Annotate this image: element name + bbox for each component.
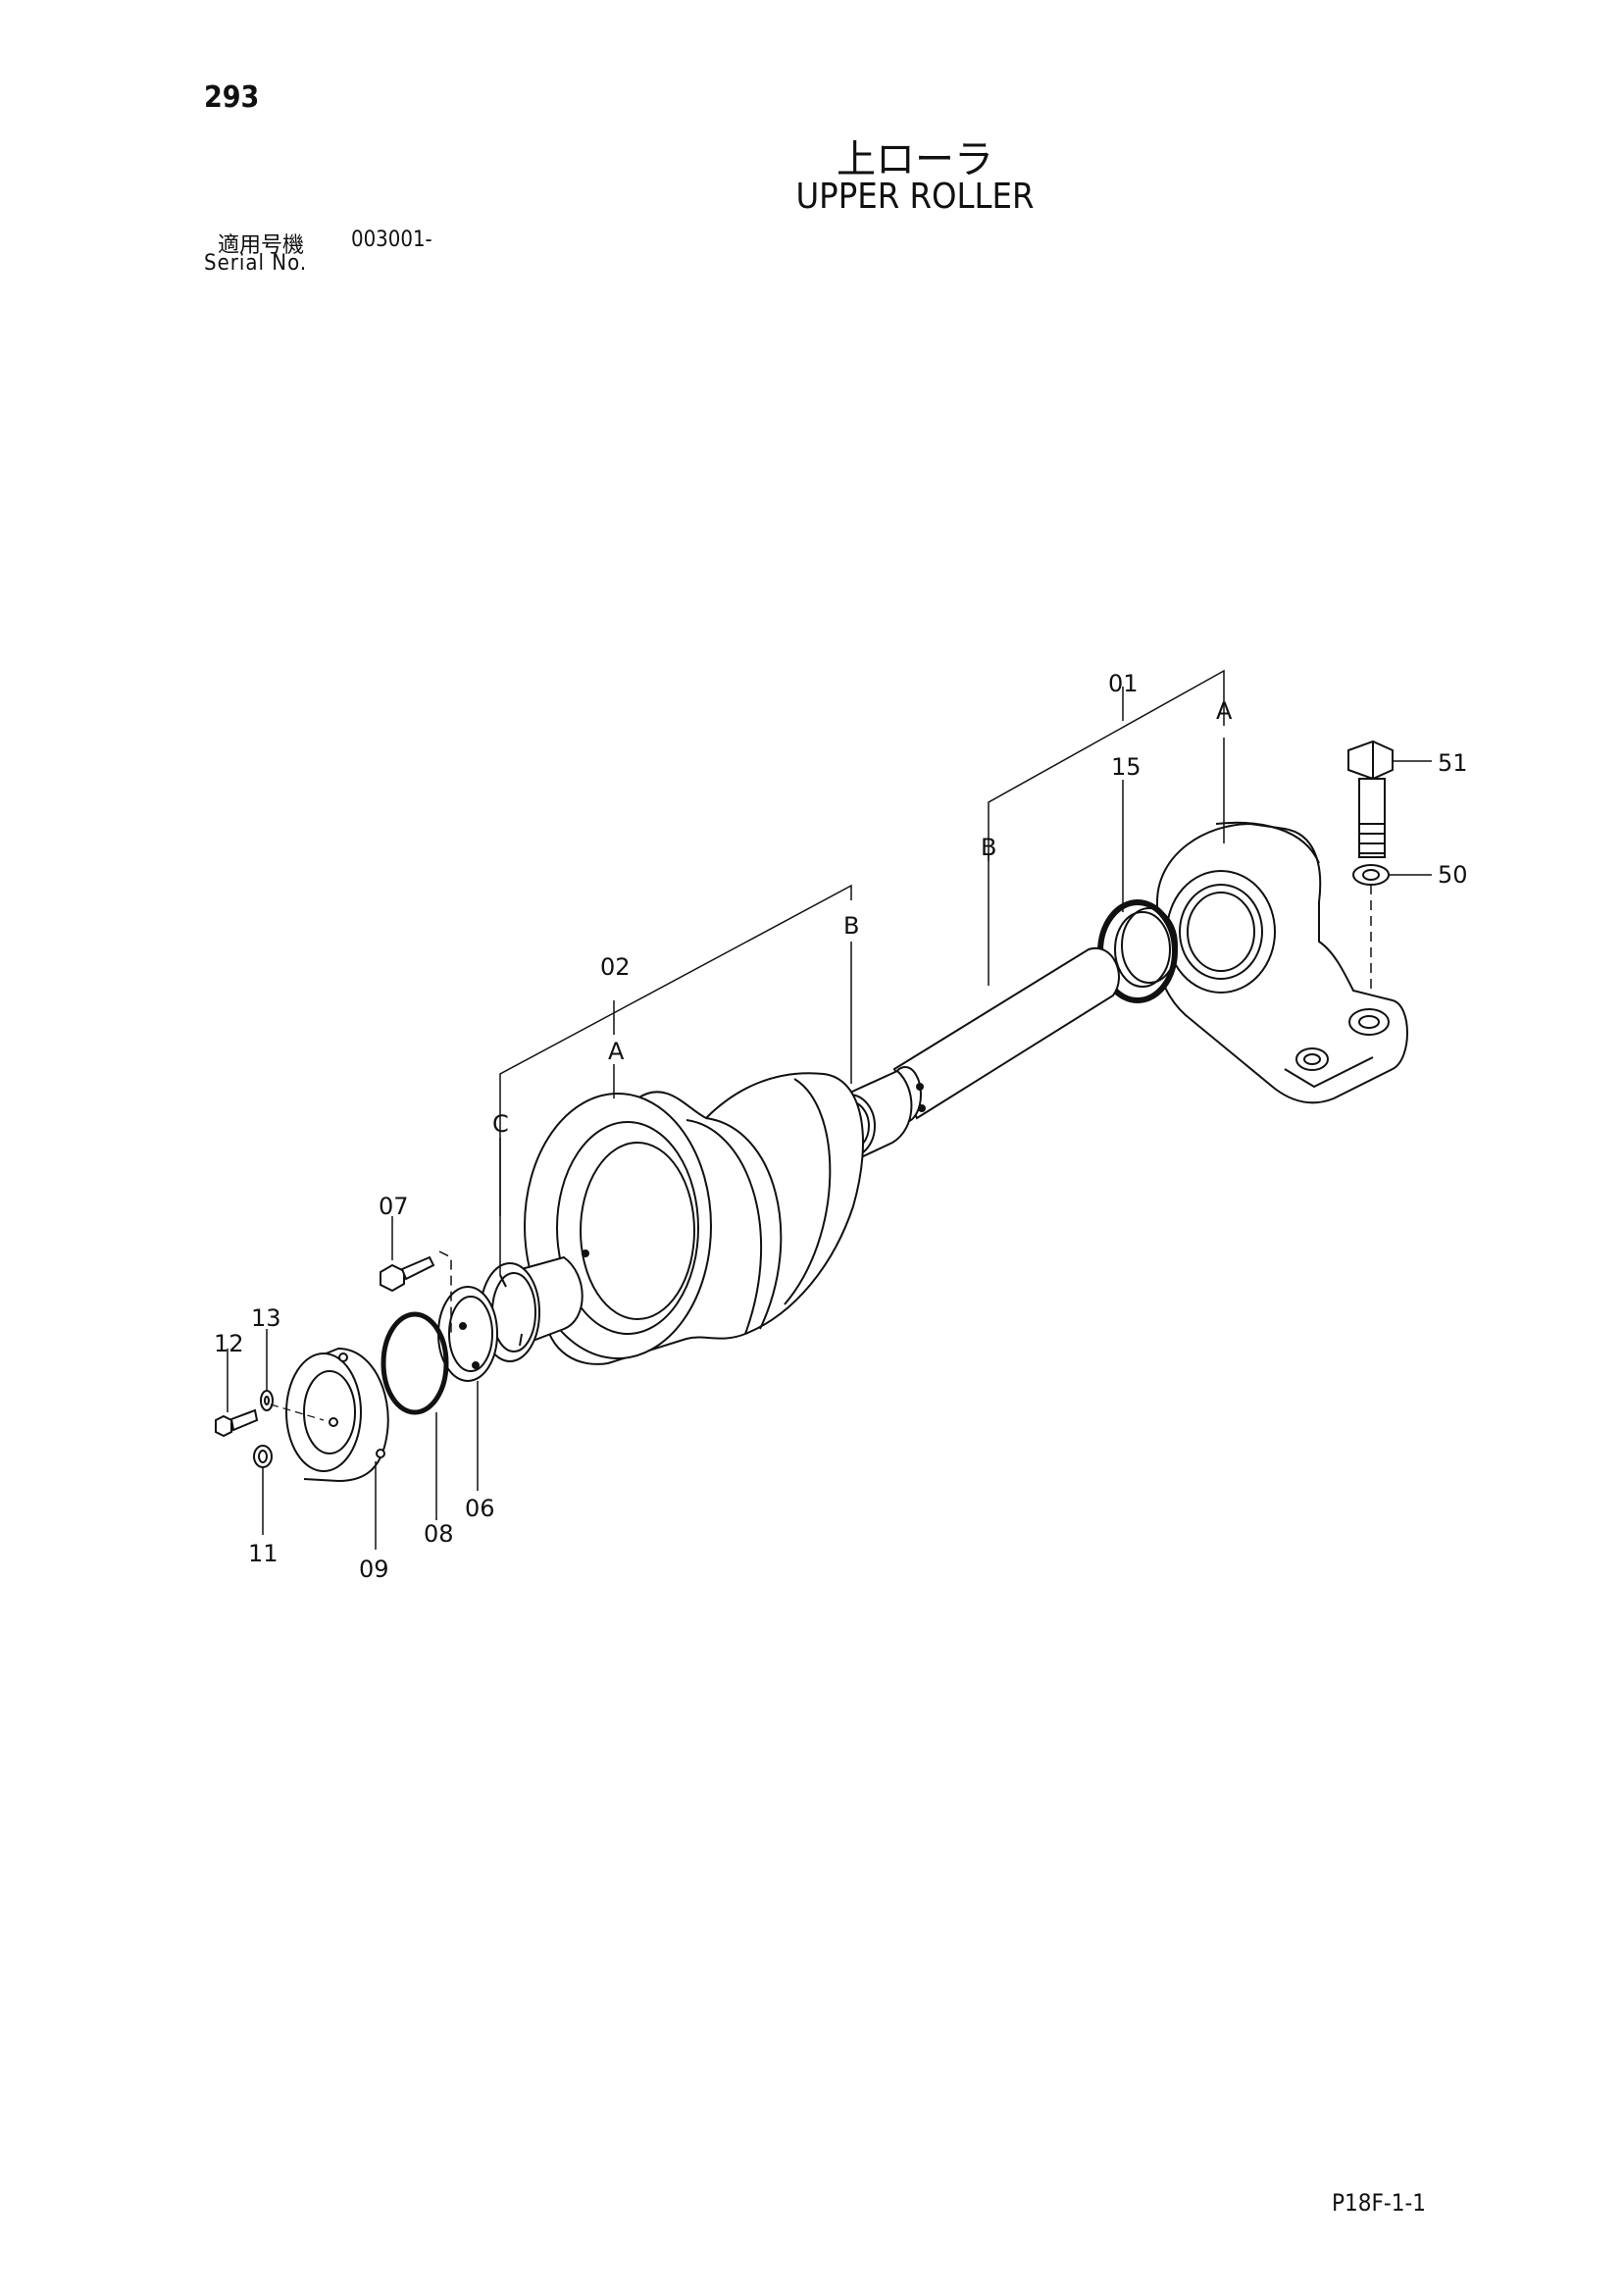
ref-letter-b-shaft: B bbox=[981, 834, 996, 861]
title-japanese: 上ローラ bbox=[837, 137, 993, 182]
leader-lines bbox=[227, 669, 1225, 1550]
label-part-11: 11 bbox=[248, 1540, 279, 1567]
drawing-code: P18F-1-1 bbox=[1332, 2189, 1426, 2217]
label-part-51: 51 bbox=[1438, 749, 1468, 777]
label-part-01: 01 bbox=[1108, 670, 1139, 697]
label-part-13: 13 bbox=[251, 1304, 281, 1332]
ref-letter-a-roller: A bbox=[608, 1038, 625, 1065]
part-labels: 01 15 51 50 02 07 13 12 11 09 08 06 A A … bbox=[214, 670, 1468, 1583]
serial-label-japanese: 適用号機 bbox=[218, 233, 305, 258]
label-part-08: 08 bbox=[424, 1520, 454, 1548]
serial-number-value: 003001- bbox=[351, 228, 432, 252]
o-ring-part-08 bbox=[381, 1311, 449, 1415]
label-part-07: 07 bbox=[379, 1193, 409, 1220]
page-number: 293 bbox=[204, 80, 260, 115]
cover-part-09 bbox=[285, 1347, 389, 1483]
label-part-06: 06 bbox=[465, 1495, 495, 1522]
shaft-part-01 bbox=[888, 946, 1120, 1123]
bolt-part-07 bbox=[380, 1250, 452, 1334]
bolt-part-12 bbox=[215, 1408, 259, 1438]
label-part-09: 09 bbox=[359, 1556, 389, 1583]
ref-letter-b-bushing: B bbox=[843, 912, 859, 940]
ref-letter-c-thrust-plate: C bbox=[492, 1110, 509, 1138]
label-part-12: 12 bbox=[214, 1330, 244, 1357]
label-part-50: 50 bbox=[1438, 861, 1468, 889]
serial-label-english: Serial No. bbox=[204, 251, 308, 276]
title-english: UPPER ROLLER bbox=[795, 177, 1035, 217]
label-part-02: 02 bbox=[600, 953, 631, 981]
label-part-15: 15 bbox=[1111, 753, 1142, 781]
plug-part-11 bbox=[253, 1445, 273, 1468]
hex-bolt-part-51 bbox=[1347, 740, 1432, 858]
bracket-housing bbox=[1156, 821, 1408, 1104]
ref-letter-a-bracket: A bbox=[1216, 697, 1233, 725]
